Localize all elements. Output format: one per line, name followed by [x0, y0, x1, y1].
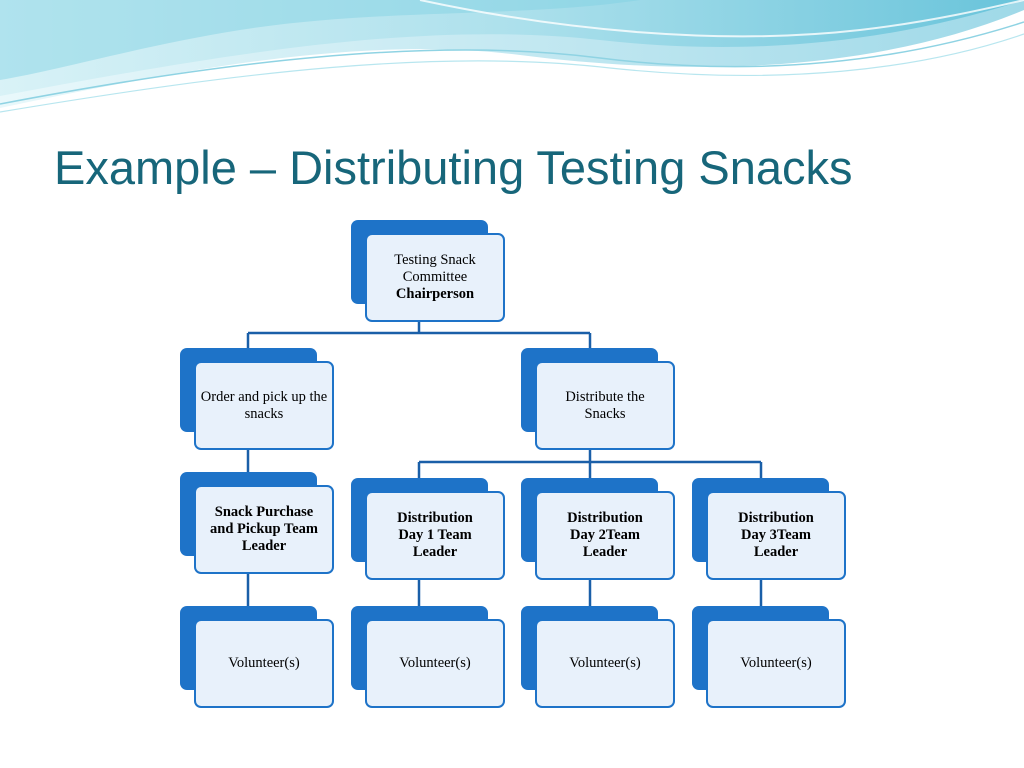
- node-volunteer-day3: Volunteer(s): [692, 606, 846, 708]
- slide-title: Example – Distributing Testing Snacks: [54, 141, 853, 194]
- distribute-snacks-label: Distribute the Snacks: [565, 388, 645, 422]
- node-box: Volunteer(s): [535, 619, 675, 708]
- node-box: Distribution Day 3Team Leader: [706, 491, 846, 580]
- day1-team-leader-label: Distribution Day 1 Team Leader: [397, 510, 473, 560]
- node-chairperson: Testing Snack Committee Chairperson: [351, 220, 505, 322]
- node-box: Distribution Day 1 Team Leader: [365, 491, 505, 580]
- chairperson-line-3: Chairperson: [395, 286, 475, 302]
- volunteer-label: Volunteer(s): [740, 655, 812, 671]
- node-volunteer-purchase: Volunteer(s): [180, 606, 334, 708]
- purchase-team-leader-label: Snack Purchase and Pickup Team Leader: [210, 504, 318, 554]
- node-box: Distribution Day 2Team Leader: [535, 491, 675, 580]
- day3-team-leader-label: Distribution Day 3Team Leader: [738, 510, 814, 560]
- node-box: Volunteer(s): [706, 619, 846, 708]
- order-pickup-label: Order and pick up the snacks: [200, 388, 328, 422]
- volunteer-label: Volunteer(s): [399, 655, 471, 671]
- node-box: Order and pick up the snacks: [194, 361, 334, 450]
- node-day1-team-leader: Distribution Day 1 Team Leader: [351, 478, 505, 580]
- header-wave-decoration: [0, 0, 1024, 113]
- node-volunteer-day1: Volunteer(s): [351, 606, 505, 708]
- node-box: Snack Purchase and Pickup Team Leader: [194, 485, 334, 574]
- volunteer-label: Volunteer(s): [569, 655, 641, 671]
- node-order-pickup: Order and pick up the snacks: [180, 348, 334, 450]
- node-day3-team-leader: Distribution Day 3Team Leader: [692, 478, 846, 580]
- day2-team-leader-label: Distribution Day 2Team Leader: [567, 510, 643, 560]
- node-box: Volunteer(s): [365, 619, 505, 708]
- node-box: Testing Snack Committee Chairperson: [365, 233, 505, 322]
- node-day2-team-leader: Distribution Day 2Team Leader: [521, 478, 675, 580]
- chairperson-line-1: Testing Snack: [394, 252, 476, 268]
- node-box: Volunteer(s): [194, 619, 334, 708]
- node-purchase-team-leader: Snack Purchase and Pickup Team Leader: [180, 472, 334, 574]
- node-distribute-snacks: Distribute the Snacks: [521, 348, 675, 450]
- node-box: Distribute the Snacks: [535, 361, 675, 450]
- volunteer-label: Volunteer(s): [228, 655, 300, 671]
- node-volunteer-day2: Volunteer(s): [521, 606, 675, 708]
- chairperson-line-2: Committee: [402, 269, 468, 285]
